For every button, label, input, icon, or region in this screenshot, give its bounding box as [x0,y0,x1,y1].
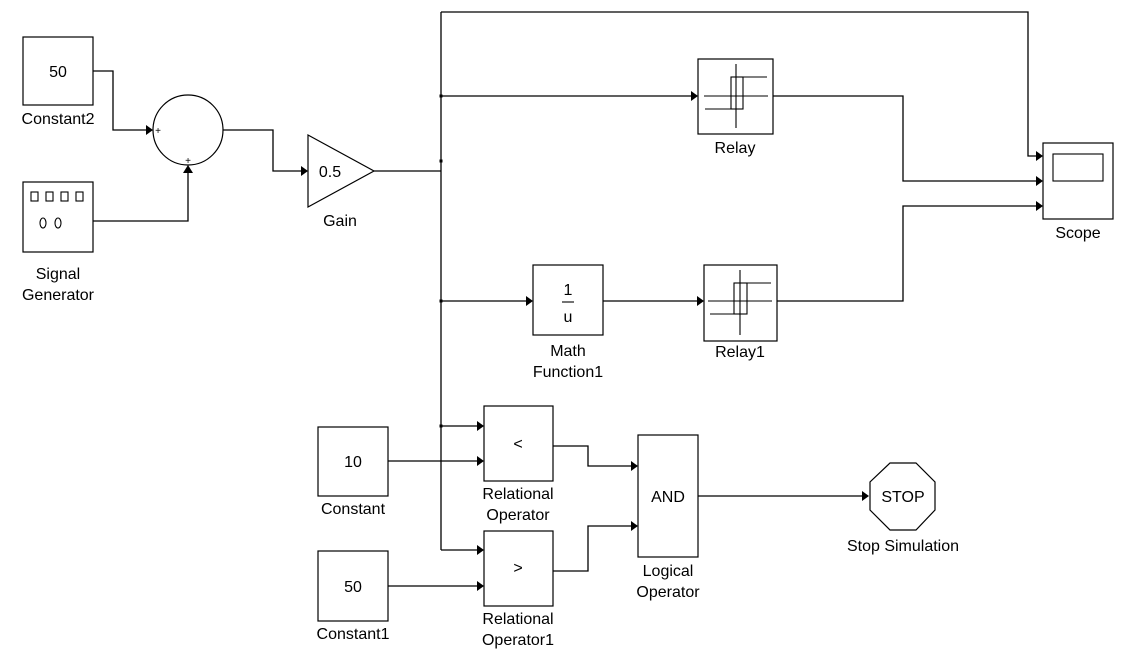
wire-sum-to-gain[interactable] [223,129,301,172]
relational-operator1-symbol: > [513,560,522,577]
arrowhead [146,125,153,135]
arrowhead [631,521,638,531]
branch-point [439,424,443,428]
relational-operator-label-line2: Operator [486,507,550,524]
arrowhead [301,166,308,176]
stop-sign-icon [869,462,936,531]
stop-simulation-text: STOP [881,489,924,506]
sum-sign-1: + [155,126,161,137]
relay1-block[interactable]: Relay1 [703,264,778,361]
relay1-hysteresis-icon [708,270,772,335]
scope-screen-icon [1052,153,1104,182]
logical-operator-block[interactable]: AND Logical Operator [636,434,700,601]
constant2-label: Constant2 [22,111,95,128]
math-function1-block[interactable]: 1 u Math Function1 [532,264,604,381]
scope-block[interactable]: Scope [1042,142,1114,242]
sum-sign-2: + [185,156,191,167]
logical-operator-label-line2: Operator [636,584,700,601]
arrowhead [477,581,484,591]
signal-lines [93,11,1043,591]
relational-operator-label-line1: Relational [482,486,553,503]
signal-generator-label-line1: Signal [36,266,80,283]
arrowhead [862,491,869,501]
constant-value: 10 [344,454,362,471]
stop-simulation-block[interactable]: STOP Stop Simulation [847,462,959,555]
arrowhead [477,545,484,555]
relational-operator1-label-line1: Relational [482,611,553,628]
constant-label: Constant [321,501,386,518]
signal-generator-block[interactable]: Signal Generator [22,181,95,304]
scope-label: Scope [1055,225,1100,242]
wire-constant2-to-sum[interactable] [93,70,146,131]
branch-point [439,299,443,303]
gain-value: 0.5 [319,164,341,181]
wire-signalgen-to-sum[interactable] [93,172,189,222]
constant1-label: Constant1 [317,626,390,643]
gain-block[interactable]: 0.5 Gain [307,133,376,230]
arrowhead [526,296,533,306]
relay-label: Relay [715,140,756,157]
relational-operator1-block[interactable]: > Relational Operator1 [482,530,554,649]
relay-hysteresis-icon [704,64,768,128]
relational-operator-block[interactable]: < Relational Operator [482,405,554,524]
relay1-label: Relay1 [715,344,765,361]
wire-relay-to-scope[interactable] [773,95,1036,182]
arrowhead [1036,176,1043,186]
arrowhead [631,461,638,471]
signal-generator-icon [30,191,84,229]
logical-operator-symbol: AND [651,489,685,506]
constant2-block[interactable]: 50 Constant2 [22,36,95,128]
wire-relop-to-logical[interactable] [553,445,631,467]
arrowhead [477,421,484,431]
arrowhead [183,165,193,173]
sum-block[interactable]: + + [152,94,224,167]
wire-relay1-to-scope[interactable] [777,205,1036,302]
relational-operator1-label-line2: Operator1 [482,632,554,649]
math-function1-label-line2: Function1 [533,364,603,381]
signal-generator-label-line2: Generator [22,287,95,304]
math-function1-label-line1: Math [550,343,586,360]
arrowhead [1036,201,1043,211]
relational-operator-symbol: < [513,436,522,453]
branch-point [439,159,443,163]
logical-operator-label-line1: Logical [643,563,694,580]
stop-simulation-label: Stop Simulation [847,538,959,555]
wire-gain-to-scope[interactable] [441,11,1036,157]
branch-point [439,94,443,98]
arrowhead [697,296,704,306]
constant1-value: 50 [344,579,362,596]
constant-block[interactable]: 10 Constant [317,426,389,518]
constant1-block[interactable]: 50 Constant1 [317,550,390,643]
arrowhead [1036,151,1043,161]
relay-block[interactable]: Relay [697,58,774,157]
wire-relop1-to-logical[interactable] [553,525,631,572]
math-function1-denominator: u [564,309,573,326]
arrowhead [691,91,698,101]
gain-label: Gain [323,213,357,230]
math-function1-numerator: 1 [564,282,573,299]
arrowhead [477,456,484,466]
constant2-value: 50 [49,64,67,81]
